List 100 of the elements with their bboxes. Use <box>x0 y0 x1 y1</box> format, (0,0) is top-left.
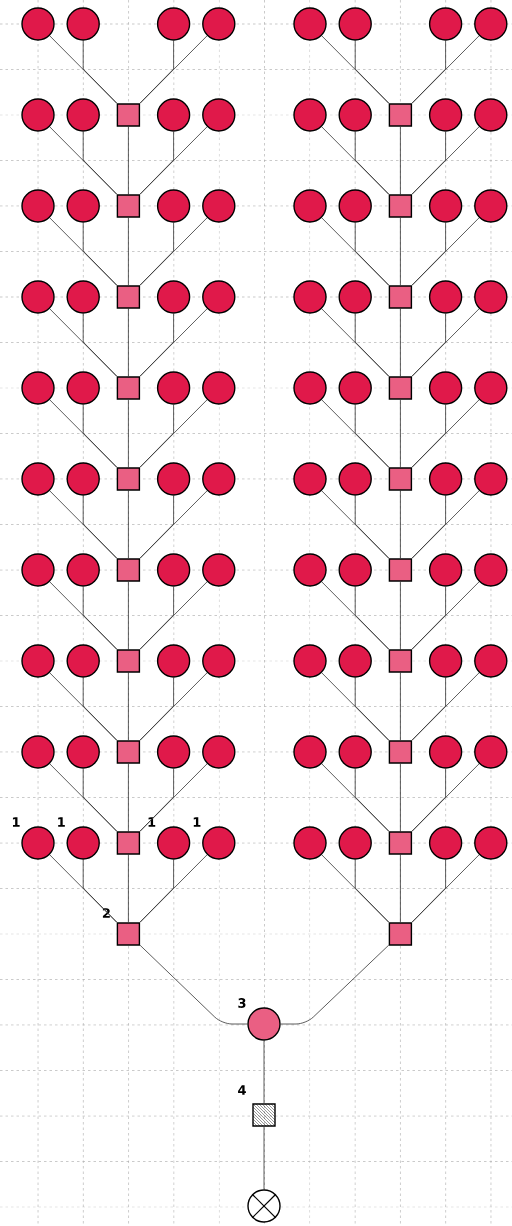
circle-node <box>21 553 55 587</box>
connector-line <box>128 672 129 741</box>
connector-line <box>82 859 118 923</box>
connector-line <box>128 581 129 650</box>
square-node <box>388 649 413 673</box>
connector-line <box>354 313 390 377</box>
circle-node <box>338 462 372 496</box>
callout-number: 2 <box>102 908 110 918</box>
lamp-symbol <box>247 1189 281 1223</box>
connector-line <box>263 1040 265 1104</box>
circle-node <box>474 826 508 860</box>
square-node <box>388 558 413 582</box>
circle-node <box>474 280 508 314</box>
circle-node <box>156 735 191 769</box>
connector-line <box>139 854 208 923</box>
connector-line <box>400 217 401 286</box>
connector-line <box>400 854 401 923</box>
circle-node <box>293 735 327 769</box>
circle-node <box>156 371 191 405</box>
connector-line <box>411 672 480 741</box>
circle-node <box>474 735 508 769</box>
connector-line <box>82 313 118 377</box>
circle-node <box>66 735 100 769</box>
circle-node <box>21 98 55 132</box>
connector-line <box>411 35 480 104</box>
circle-node <box>21 280 55 314</box>
connector-line <box>82 495 118 559</box>
circle-node <box>428 280 463 314</box>
connector-line <box>280 944 390 1025</box>
circle-node <box>156 826 191 860</box>
circle-node <box>66 189 100 223</box>
circle-node <box>156 280 191 314</box>
connector-line <box>354 495 390 559</box>
connector-line <box>411 217 480 286</box>
circle-node <box>202 735 236 769</box>
circle-node <box>474 644 508 678</box>
circle-node <box>202 553 236 587</box>
circle-node <box>338 553 372 587</box>
junction-circle <box>247 1007 281 1041</box>
connector-line <box>128 126 129 195</box>
circle-node <box>428 462 463 496</box>
square-node <box>116 376 141 400</box>
circle-node <box>474 98 508 132</box>
connector-line <box>411 854 480 923</box>
circle-node <box>156 7 191 41</box>
square-node <box>388 194 413 218</box>
connector-line <box>82 404 118 468</box>
circle-node <box>428 826 463 860</box>
circle-node <box>21 189 55 223</box>
square-node <box>116 649 141 673</box>
circle-node <box>66 280 100 314</box>
connector-line <box>139 126 208 195</box>
circle-node <box>338 371 372 405</box>
circle-node <box>156 553 191 587</box>
circle-node <box>428 98 463 132</box>
callout-number: 1 <box>148 817 156 827</box>
circle-node <box>474 462 508 496</box>
connector-line <box>139 672 208 741</box>
circle-node <box>293 371 327 405</box>
circle-node <box>156 98 191 132</box>
connector-line <box>263 1126 265 1190</box>
circle-node <box>21 462 55 496</box>
connector-line <box>400 126 401 195</box>
circle-node <box>66 826 100 860</box>
connector-line <box>354 768 390 832</box>
connector-line <box>354 131 390 195</box>
connector-line <box>400 763 401 832</box>
square-node <box>116 558 141 582</box>
circle-node <box>428 7 463 41</box>
circle-node <box>21 826 55 860</box>
connector-line <box>82 768 118 832</box>
circle-node <box>338 644 372 678</box>
callout-number: 1 <box>12 817 20 827</box>
square-node <box>388 922 413 946</box>
circle-node <box>338 735 372 769</box>
circle-node <box>21 7 55 41</box>
circle-node <box>293 280 327 314</box>
connector-line <box>128 490 129 559</box>
connector-line <box>139 308 208 377</box>
square-node <box>116 103 141 127</box>
circle-node <box>474 553 508 587</box>
connector-line <box>354 677 390 741</box>
connector-line <box>411 581 480 650</box>
circle-node <box>66 98 100 132</box>
connector-line <box>82 131 118 195</box>
circle-node <box>66 7 100 41</box>
connector-line <box>128 308 129 377</box>
circle-node <box>202 644 236 678</box>
hatched-square <box>252 1103 276 1127</box>
circle-node <box>66 553 100 587</box>
connector-line <box>411 399 480 468</box>
circle-node <box>156 644 191 678</box>
connector-line <box>82 677 118 741</box>
circle-node <box>202 189 236 223</box>
circle-node <box>428 371 463 405</box>
square-node <box>388 740 413 764</box>
circle-node <box>338 826 372 860</box>
circle-node <box>428 735 463 769</box>
square-node <box>388 285 413 309</box>
circle-node <box>338 189 372 223</box>
